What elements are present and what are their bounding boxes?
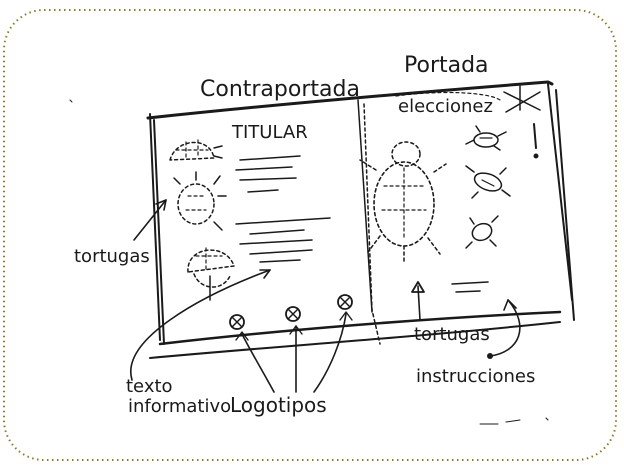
arrow-tortugas-left xyxy=(133,199,167,241)
label-contraportada: Contraportada xyxy=(200,77,360,102)
book-outline xyxy=(146,80,575,359)
instrucciones-dot xyxy=(487,353,493,359)
titular-text: TITULAR xyxy=(231,122,308,143)
turtle-drawing-1 xyxy=(169,139,223,161)
portada-title-text: eleccionez xyxy=(398,96,493,117)
small-turtle-3 xyxy=(465,215,499,249)
arrow-texto-informativo xyxy=(130,269,271,381)
label-informativo: informativo xyxy=(128,396,231,417)
small-turtle-1 xyxy=(465,125,507,151)
exclamation-dot xyxy=(533,153,539,159)
turtle-drawing-3 xyxy=(187,247,235,301)
front-title-scribble: eleccionez xyxy=(395,85,541,159)
label-tortugas-left: tortugas xyxy=(74,246,150,267)
big-turtle-drawing xyxy=(359,141,447,263)
back-cover: TITULAR xyxy=(169,122,353,330)
logo-1 xyxy=(229,314,245,330)
arrow-logo-3 xyxy=(313,313,347,393)
turtle-drawing-2 xyxy=(173,171,227,231)
label-tortugas-bottom: tortugas xyxy=(414,324,490,345)
label-portada: Portada xyxy=(404,53,489,78)
small-turtle-2 xyxy=(465,165,511,199)
frame-border xyxy=(3,9,617,461)
arrow-logo-1 xyxy=(241,333,275,393)
logo-2 xyxy=(285,306,301,322)
logo-3 xyxy=(337,294,353,310)
label-logotipos: Logotipos xyxy=(230,393,327,417)
front-cover: eleccionez xyxy=(359,85,541,293)
arrow-instrucciones xyxy=(489,299,521,357)
label-texto: texto xyxy=(126,376,173,397)
label-instrucciones: instrucciones xyxy=(416,366,535,387)
